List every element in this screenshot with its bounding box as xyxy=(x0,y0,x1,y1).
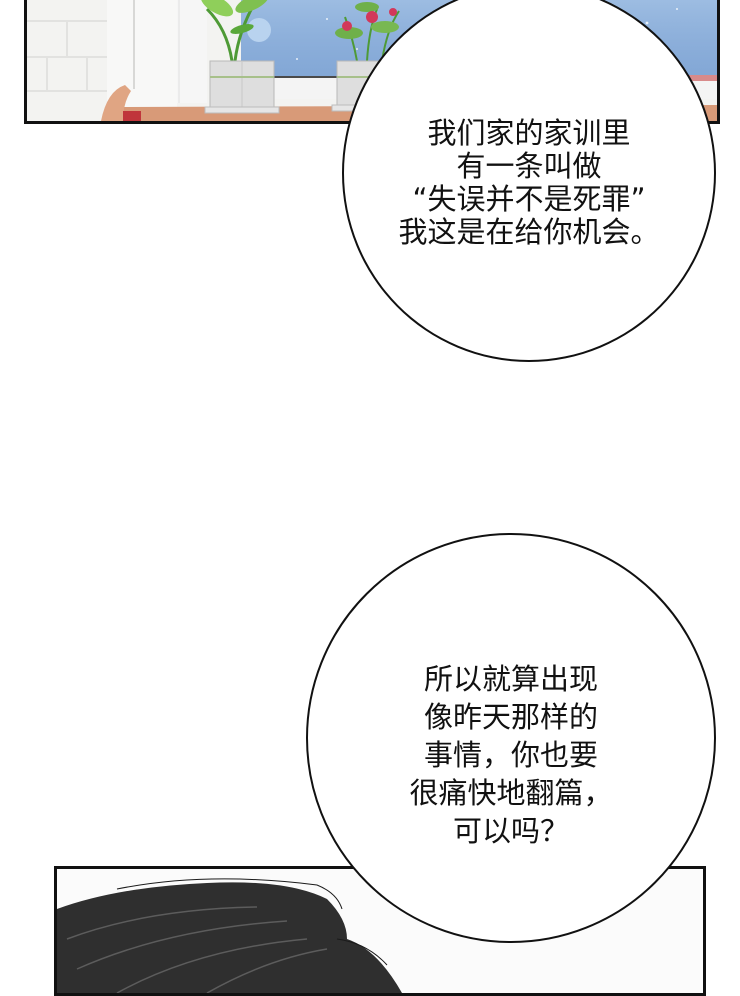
dialogue-line: 像昨天那样的 xyxy=(423,700,598,734)
dialogue-line: “失误并不是死罪” xyxy=(412,182,646,216)
speech-bubble-family-motto: 我们家的家训里 有一条叫做 “失误并不是死罪” 我这是在给你机会。 xyxy=(342,0,716,362)
dialogue-line: 很痛快地翻篇， xyxy=(409,776,613,810)
dialogue-line: 所以就算出现 xyxy=(423,662,598,696)
speech-bubble-move-on: 所以就算出现 像昨天那样的 事情，你也要 很痛快地翻篇， 可以吗？ xyxy=(306,533,716,943)
potted-plant-left xyxy=(200,0,280,114)
dialogue-line: 我们家的家训里 xyxy=(427,116,631,150)
bubble-text: 所以就算出现 像昨天那样的 事情，你也要 很痛快地翻篇， 可以吗？ xyxy=(409,660,612,850)
dialogue-line: 可以吗？ xyxy=(452,814,569,848)
bubble-text: 我们家的家训里 有一条叫做 “失误并不是死罪” 我这是在给你机会。 xyxy=(398,117,659,249)
dialogue-line: 事情，你也要 xyxy=(423,738,598,772)
hair xyxy=(57,882,402,993)
dialogue-line: 我这是在给你机会。 xyxy=(398,215,660,249)
moon xyxy=(247,18,271,42)
brick-wall xyxy=(27,20,107,92)
dialogue-line: 有一条叫做 xyxy=(456,149,602,183)
